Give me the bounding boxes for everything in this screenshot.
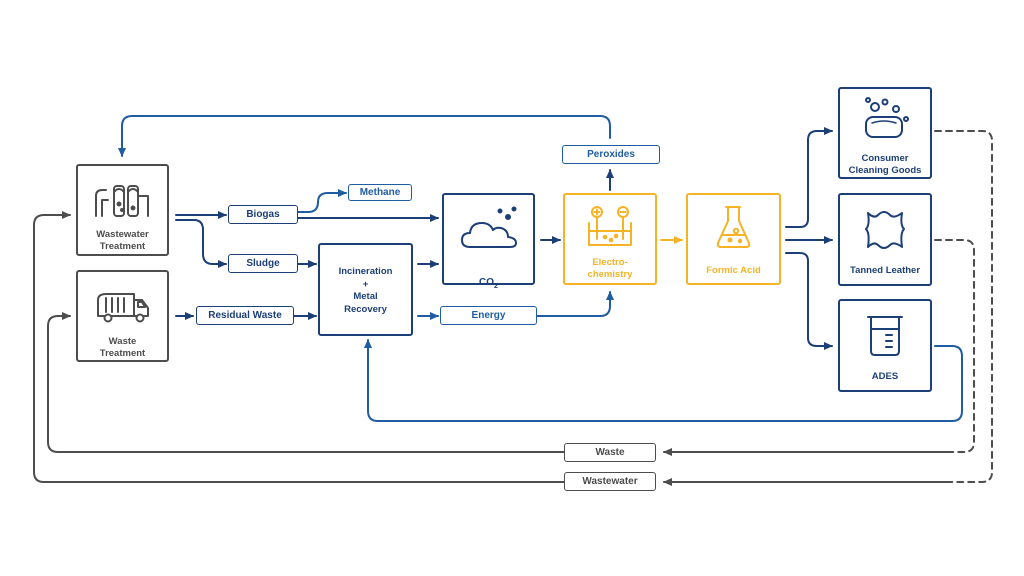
- electrochemistry-node[interactable]: Electro- chemistry: [563, 193, 657, 285]
- co2-text: CO: [479, 277, 495, 288]
- co2-node[interactable]: CO2: [442, 193, 535, 290]
- wastewater-treatment-label: Wastewater Treatment: [96, 229, 149, 252]
- biogas-label: Biogas: [228, 205, 298, 224]
- co2-label: CO2: [444, 265, 533, 293]
- co2-subscript: 2: [494, 283, 498, 290]
- waste-label: Waste: [564, 443, 656, 462]
- beaker-icon: [867, 316, 903, 356]
- arrow-formic-consumer: [785, 127, 833, 228]
- arrow-peroxides-wwt: [118, 115, 611, 157]
- wastewater-label: Wastewater: [564, 472, 656, 491]
- peroxides-label: Peroxides: [562, 145, 660, 164]
- formic-acid-node[interactable]: Formic Acid: [686, 193, 781, 285]
- wastewater-treatment-node[interactable]: Wastewater Treatment: [76, 164, 169, 256]
- treatment-plant-icon: [95, 185, 149, 217]
- ades-node[interactable]: ADES: [838, 299, 932, 392]
- tanned-leather-node[interactable]: Tanned Leather: [838, 193, 932, 286]
- garbage-truck-icon: [97, 293, 149, 323]
- residual-waste-label: Residual Waste: [196, 306, 294, 325]
- arrow-biogas-methane: [297, 189, 347, 213]
- waste-treatment-label: Waste Treatment: [99, 336, 146, 359]
- energy-label: Energy: [440, 306, 537, 325]
- flask-icon: [716, 206, 751, 248]
- formic-acid-label: Formic Acid: [706, 265, 761, 276]
- waste-treatment-node[interactable]: Waste Treatment: [76, 270, 169, 362]
- arrow-ades-incineration: [364, 339, 963, 422]
- cloud-icon: [461, 206, 517, 248]
- arrow-wastewater-wwt: [33, 211, 565, 483]
- consumer-cleaning-goods-node[interactable]: Consumer Cleaning Goods: [838, 87, 932, 179]
- leather-hide-icon: [865, 211, 905, 249]
- tanned-leather-label: Tanned Leather: [849, 265, 921, 276]
- arrow-wwt-sludge: [175, 219, 227, 268]
- arrow-energy-electrochem: [536, 291, 614, 317]
- electrolysis-cell-icon: [588, 206, 632, 246]
- ades-label: ADES: [871, 371, 899, 382]
- soap-bubbles-icon: [865, 97, 909, 138]
- dashed-leather-return: [934, 239, 975, 453]
- arrow-formic-ades: [785, 252, 833, 350]
- consumer-cleaning-goods-label: Consumer Cleaning Goods: [848, 153, 922, 176]
- incineration-node[interactable]: Incineration + Metal Recovery: [318, 243, 413, 336]
- sludge-label: Sludge: [228, 254, 298, 273]
- electrochemistry-label: Electro- chemistry: [587, 257, 633, 280]
- incineration-label: Incineration + Metal Recovery: [338, 266, 393, 315]
- arrow-waste-wt: [47, 312, 565, 453]
- methane-label: Methane: [348, 184, 412, 201]
- dashed-consumer-return: [934, 130, 993, 483]
